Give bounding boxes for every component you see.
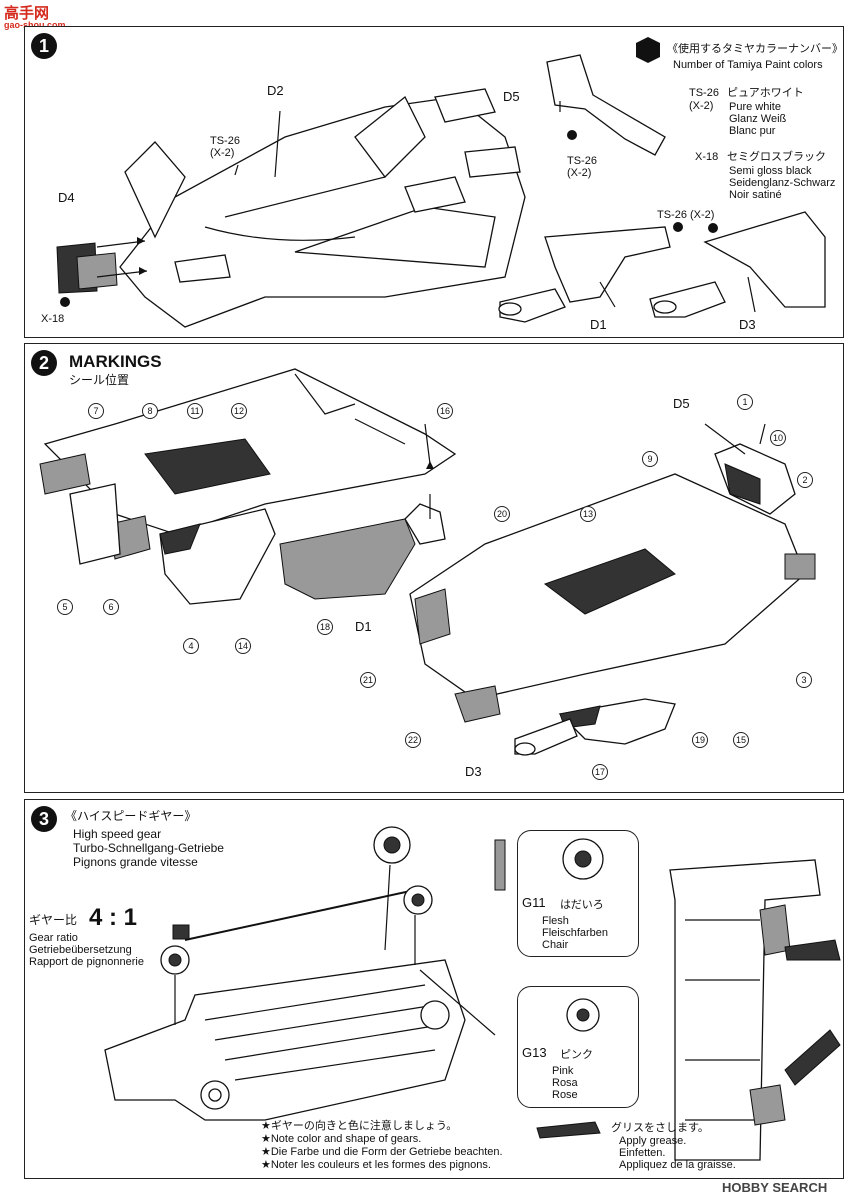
label-d1: D1 — [590, 317, 607, 332]
callout: 6 — [103, 599, 119, 615]
callout: 17 — [592, 764, 608, 780]
paint-title: 《使用するタミヤカラーナンバー》 — [667, 43, 843, 55]
step-number: 3 — [31, 806, 57, 832]
g13-jp: ピンク — [560, 1049, 593, 1061]
label-d4: D4 — [58, 190, 75, 205]
step-number: 2 — [31, 350, 57, 376]
step-2-panel: 2 MARKINGS シール位置 7 8 11 12 16 5 — [24, 343, 844, 793]
grease-de: Einfetten. — [619, 1147, 666, 1159]
label-d5: D5 — [673, 396, 690, 411]
note-jp: ★ギヤーの向きと色に注意しましょう。 — [261, 1120, 458, 1132]
label-x18-d4: X-18 — [41, 313, 65, 325]
label-ts26-pods: TS-26 (X-2) — [657, 209, 715, 221]
ratio-label-jp: ギヤー比 — [29, 913, 78, 927]
label-d2: D2 — [267, 83, 284, 98]
label-d5: D5 — [503, 89, 520, 104]
callout: 13 — [580, 506, 596, 522]
callout: 19 — [692, 732, 708, 748]
paint-x18-fr: Noir satiné — [729, 189, 782, 201]
grease-jp: グリスをさします。 — [611, 1122, 709, 1134]
callout: 3 — [796, 672, 812, 688]
grease-fr: Appliquez de la graisse. — [619, 1159, 736, 1171]
callout: 4 — [183, 638, 199, 654]
paint-x18-de: Seidenglanz-Schwarz — [729, 177, 836, 189]
paint-ts26-qty: (X-2) — [689, 100, 714, 112]
callout: 1 — [737, 394, 753, 410]
step-2-illustration — [39, 368, 816, 756]
g13-inset: G13 ピンク Pink Rosa Rose — [517, 986, 639, 1108]
callout: 11 — [187, 403, 203, 419]
note-de: ★Die Farbe und die Form der Getriebe bea… — [261, 1146, 503, 1158]
step-3-illustration — [104, 826, 841, 1161]
paint-x18-jp: セミグロスブラック — [727, 151, 826, 163]
step-3-panel: 3 《ハイスピードギヤー》 High speed gear Turbo-Schn… — [24, 799, 844, 1179]
label-ts26-wing: TS-26 (X-2) — [567, 155, 597, 179]
callout: 2 — [797, 472, 813, 488]
callout: 15 — [733, 732, 749, 748]
callout: 21 — [360, 672, 376, 688]
callout: 18 — [317, 619, 333, 635]
ratio-name-de: Getriebeübersetzung — [29, 944, 132, 956]
label-d3: D3 — [739, 317, 756, 332]
markings-subtitle: シール位置 — [69, 373, 130, 387]
g13-code: G13 — [522, 1045, 547, 1060]
note-fr: ★Noter les couleurs et les formes des pi… — [261, 1159, 491, 1171]
watermark-url: gao-shou.com — [4, 20, 66, 30]
g13-fr: Rose — [552, 1089, 578, 1101]
callout: 22 — [405, 732, 421, 748]
paint-ts26-fr: Blanc pur — [729, 125, 776, 137]
callout: 7 — [88, 403, 104, 419]
g13-en: Pink — [552, 1065, 574, 1077]
g11-code: G11 — [522, 895, 546, 910]
watermark-logo: 高手网 — [4, 5, 50, 22]
footer-watermark: HOBBY SEARCH — [722, 1180, 828, 1195]
markings-title: MARKINGS — [69, 352, 162, 371]
paint-ts26-code: TS-26 — [689, 87, 719, 99]
note-en: ★Note color and shape of gears. — [261, 1133, 422, 1145]
g13-de: Rosa — [552, 1077, 578, 1089]
g11-inset: G11 はだいろ Flesh Fleischfarben Chair — [517, 830, 639, 957]
gear-title: 《ハイスピードギヤー》 — [65, 809, 197, 823]
callout: 16 — [437, 403, 453, 419]
callout: 5 — [57, 599, 73, 615]
label-ts26-body: TS-26 (X-2) — [210, 135, 240, 159]
label-d3: D3 — [465, 764, 482, 779]
paint-ts26-en: Pure white — [729, 101, 781, 113]
ratio-name-fr: Rapport de pignonnerie — [29, 956, 144, 968]
callout: 10 — [770, 430, 786, 446]
gear-name-en: High speed gear — [73, 827, 162, 841]
gear-ratio: 4 : 1 — [89, 904, 138, 931]
ratio-name-en: Gear ratio — [29, 932, 78, 944]
g11-de: Fleischfarben — [542, 927, 609, 939]
step-1-illustration — [56, 37, 826, 328]
callout: 20 — [494, 506, 510, 522]
callout: 8 — [142, 403, 158, 419]
gear-name-de: Turbo-Schnellgang-Getriebe — [73, 841, 224, 855]
paint-x18-code: X-18 — [695, 151, 719, 163]
step-1-panel: 1 D2 TS-26 (X-2) D4 X-18 — [24, 26, 844, 338]
gear-name-fr: Pignons grande vitesse — [73, 855, 198, 869]
paint-subtitle: Number of Tamiya Paint colors — [673, 59, 823, 71]
paint-x18-en: Semi gloss black — [729, 165, 812, 177]
g11-en: Flesh — [542, 915, 569, 927]
g11-jp: はだいろ — [560, 899, 604, 911]
paint-ts26-de: Glanz Weiß — [729, 113, 787, 125]
label-d1: D1 — [355, 619, 372, 634]
grease-en: Apply grease. — [619, 1135, 687, 1147]
paint-ts26-jp: ピュアホワイト — [727, 87, 804, 99]
callout: 12 — [231, 403, 247, 419]
step-number: 1 — [31, 33, 57, 59]
callout: 14 — [235, 638, 251, 654]
callout: 9 — [642, 451, 658, 467]
g11-fr: Chair — [542, 939, 569, 951]
